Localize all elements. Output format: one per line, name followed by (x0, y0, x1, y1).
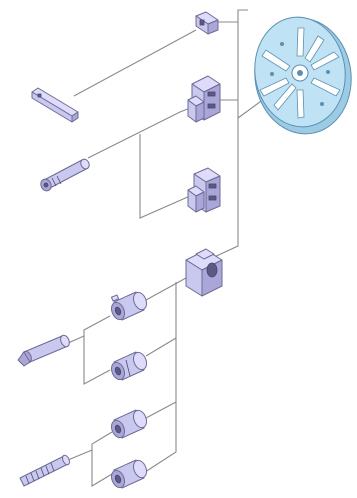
bushing-icon (110, 291, 148, 321)
connector-holder-bracket (141, 282, 177, 475)
connector-holder-bushing2 (145, 337, 177, 357)
connector-lines (65, 9, 269, 487)
connector-tool-lower-bracket (83, 315, 111, 385)
stepped-jaw-icon (187, 75, 221, 123)
connector-holder-bushing1 (145, 277, 187, 301)
round-tool-icon (40, 158, 90, 192)
jaw-holder-icon (185, 248, 223, 297)
bushing-icon (110, 459, 148, 489)
connector-bar-to-block (73, 29, 197, 97)
connector-rod-bracket (91, 431, 113, 487)
connector-rod (67, 449, 93, 461)
jaw-block-icon (195, 11, 219, 35)
connector-tool-to-jaw (87, 107, 191, 159)
square-bar-icon (31, 87, 79, 123)
stepped-jaw-icon (187, 167, 221, 213)
threaded-rod-icon (19, 454, 70, 487)
connector-chuck-trunk (211, 9, 248, 259)
round-tool-icon (17, 334, 70, 367)
bushing-icon (110, 351, 148, 381)
connector-holder-bushing3 (145, 401, 177, 419)
bushing-icon (110, 409, 148, 439)
lathe-chuck-icon (254, 16, 352, 135)
connector-jaw-bracket (139, 134, 191, 219)
